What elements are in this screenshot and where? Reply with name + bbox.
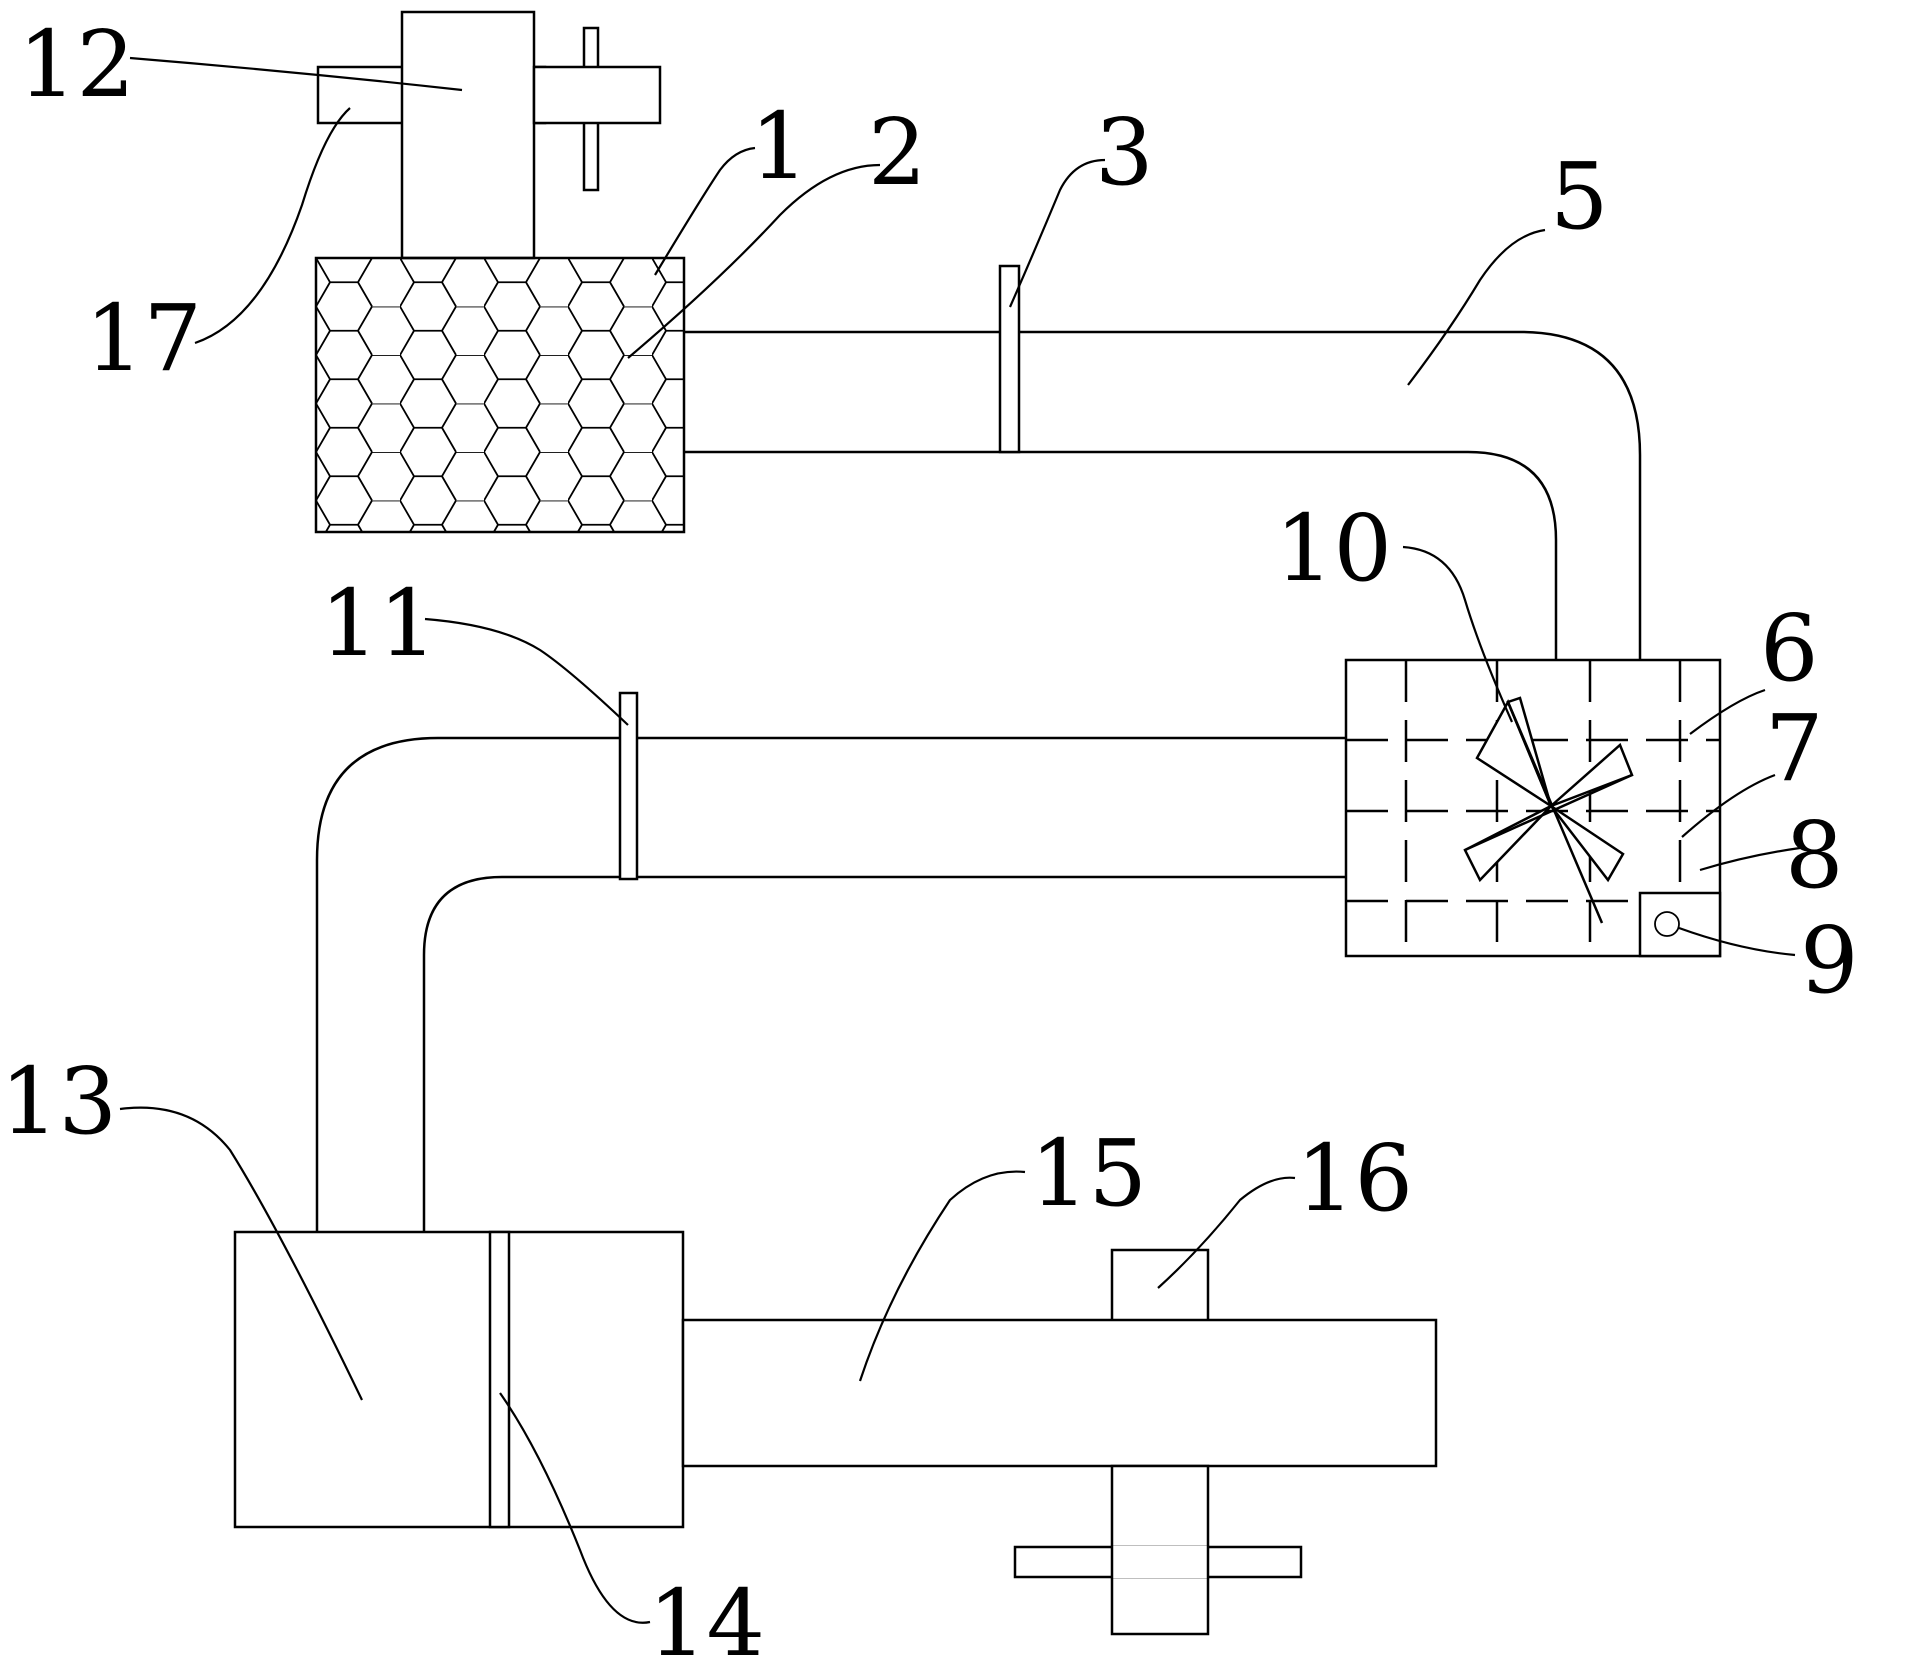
outlet-pipe: [681, 1248, 1438, 1636]
upper-pipe-inner: [684, 450, 1558, 660]
filter-box: [314, 256, 686, 534]
label-3: 3: [1095, 99, 1154, 206]
label-5: 5: [1550, 143, 1609, 250]
leader-lines: [119, 56, 1801, 1624]
label-2: 2: [868, 99, 927, 206]
lower-tank: [233, 1230, 685, 1529]
fan-blades-10: [1463, 696, 1634, 924]
label-14: 14: [648, 1570, 765, 1663]
outlet-pipe-15: [681, 1318, 1438, 1468]
label-6: 6: [1760, 595, 1819, 702]
label-9: 9: [1800, 907, 1859, 1014]
upper-pipe-outer: [684, 330, 1642, 660]
label-7: 7: [1765, 695, 1824, 802]
label-11: 11: [320, 570, 437, 677]
fan-box-outline: [1344, 658, 1722, 958]
valve-3: [998, 264, 1021, 454]
lower-pipe: [315, 691, 1346, 1232]
partition-14: [488, 1230, 511, 1529]
top-motor: [316, 10, 662, 260]
label-15: 15: [1030, 1120, 1147, 1227]
top-shaft-arm: [532, 65, 662, 125]
label-8: 8: [1785, 802, 1844, 909]
top-motor-body: [400, 10, 536, 260]
lower-pipe-outer: [315, 736, 1346, 1232]
upper-pipe: [684, 264, 1642, 660]
valve-11: [618, 691, 639, 881]
callout-labels: 12 17 1 2 3 5 10 6 7 8 9 11 13 14 15 16: [0, 11, 1859, 1663]
label-1: 1: [750, 93, 809, 200]
lower-pipe-inner: [422, 875, 1346, 1232]
hex-mesh: [316, 258, 684, 532]
control-box-8: [1638, 891, 1722, 958]
label-10: 10: [1275, 495, 1392, 602]
tank-13: [233, 1230, 685, 1529]
label-17: 17: [85, 285, 202, 392]
label-13: 13: [0, 1048, 117, 1155]
indicator-9: [1654, 911, 1680, 937]
fan-box: [1344, 658, 1722, 958]
label-16: 16: [1296, 1125, 1413, 1232]
filter-box-outline: [314, 256, 686, 534]
label-12: 12: [18, 11, 135, 118]
